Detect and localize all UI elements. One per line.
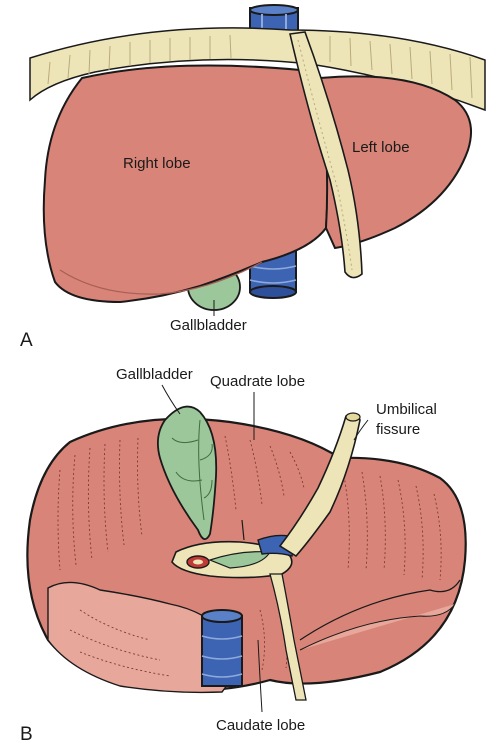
inferior-vena-cava-b bbox=[202, 610, 242, 686]
label-gallbladder-a: Gallbladder bbox=[170, 317, 247, 334]
label-caudate-lobe: Caudate lobe bbox=[216, 717, 305, 734]
label-quadrate-lobe: Quadrate lobe bbox=[210, 373, 305, 390]
label-umbilical: Umbilical bbox=[376, 401, 437, 418]
label-gallbladder-b: Gallbladder bbox=[116, 366, 193, 383]
label-left-lobe: Left lobe bbox=[352, 139, 410, 156]
label-right-lobe: Right lobe bbox=[123, 155, 191, 172]
panel-letter-a: A bbox=[20, 330, 33, 351]
panel-letter-b: B bbox=[20, 724, 33, 745]
label-fissure: fissure bbox=[376, 421, 420, 438]
panel-b: Gallbladder Quadrate lobe Umbilical fiss… bbox=[20, 366, 466, 745]
panel-a: Right lobe Left lobe Gallbladder A bbox=[20, 5, 485, 351]
